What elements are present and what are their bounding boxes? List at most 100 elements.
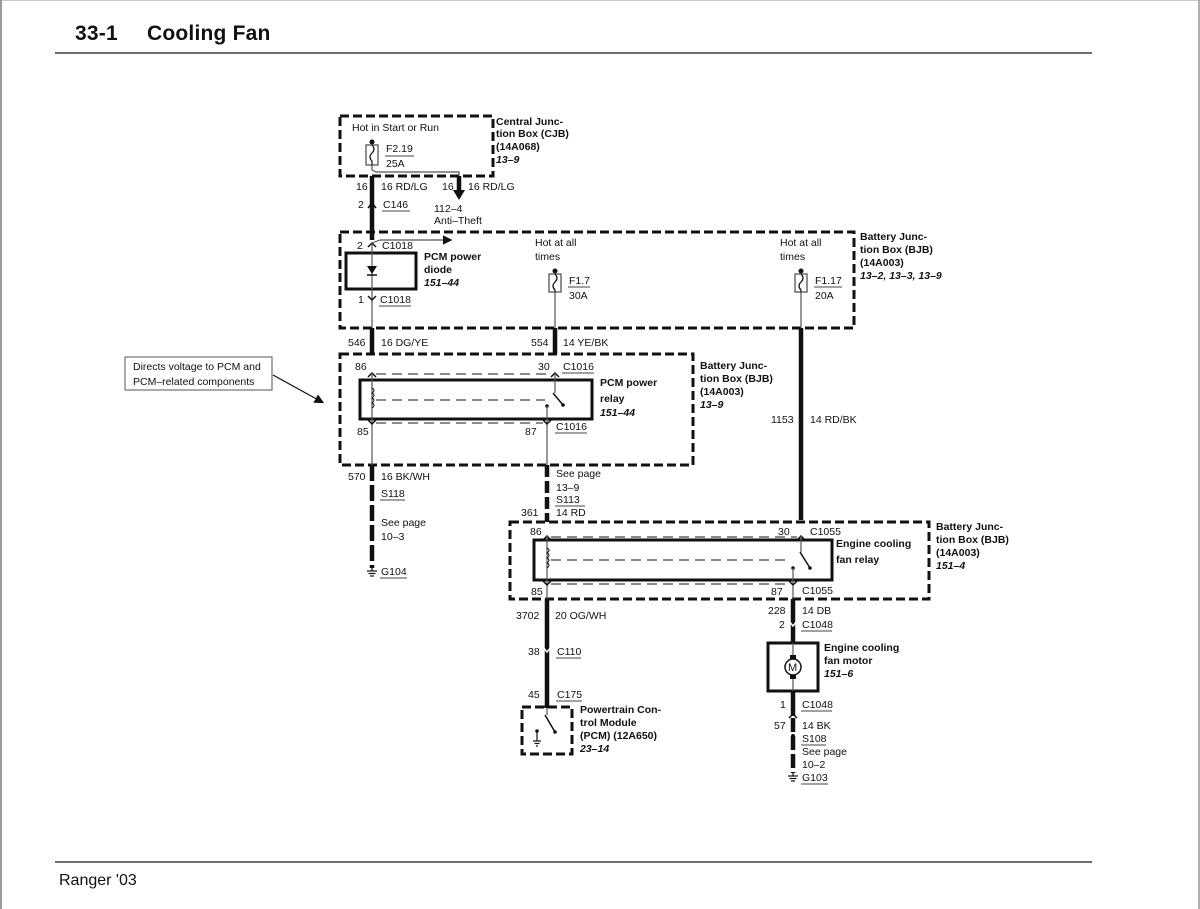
bjb-top-box bbox=[338, 230, 856, 330]
wire-570-circuit: 570 bbox=[348, 471, 366, 483]
f1-7-hot-line2: times bbox=[535, 251, 560, 263]
fuse-f1-7-id: F1.7 bbox=[569, 275, 590, 287]
c1048-bottom-label: C1048 bbox=[802, 699, 833, 711]
fan-relay-label-line2: fan relay bbox=[836, 554, 879, 566]
callout-arrow-icon bbox=[272, 374, 325, 404]
bjb-top-name-line2: tion Box (BJB) bbox=[860, 244, 933, 256]
pcm-relay-ref: 151–44 bbox=[600, 407, 635, 419]
diode-pin-bottom: 1 bbox=[358, 294, 364, 306]
bjb-top-ref: 13–2, 13–3, 13–9 bbox=[860, 270, 942, 282]
fan-relay-coil-icon bbox=[546, 547, 550, 569]
pcm-relay-bjb-name-line1: Battery Junc- bbox=[700, 360, 768, 372]
splice-s118-label: S118 bbox=[381, 488, 405, 500]
pcm-relay-pin-85: 85 bbox=[357, 426, 369, 438]
fan-relay-pin-85: 85 bbox=[531, 586, 543, 598]
fuse-f1-17-rating: 20A bbox=[815, 290, 834, 302]
wire-16-left-gauge: 16 RD/LG bbox=[381, 181, 428, 193]
pcm-label-line3: (PCM) (12A650) bbox=[580, 730, 657, 742]
c110-label: C110 bbox=[557, 646, 581, 658]
pcm-module-box bbox=[520, 705, 574, 756]
pcm-relay-pin-86: 86 bbox=[355, 361, 367, 373]
cjb-internal-wire bbox=[371, 165, 460, 176]
motor-icon bbox=[784, 658, 802, 676]
wire-3702-circuit: 3702 bbox=[516, 610, 540, 622]
s108-see-page: See page bbox=[802, 746, 847, 758]
ground-g103-label: G103 bbox=[802, 772, 828, 784]
cjb-ref: 13–9 bbox=[496, 154, 520, 166]
cjb-box bbox=[338, 114, 495, 178]
page-border-right bbox=[1198, 0, 1200, 909]
antitheft-ref: 112–4 bbox=[434, 203, 463, 215]
wire-228-circuit: 228 bbox=[768, 605, 786, 617]
wire-1153-circuit: 1153 bbox=[771, 414, 794, 426]
motor-label-line2: fan motor bbox=[824, 655, 872, 667]
ground-g104-label: G104 bbox=[381, 566, 407, 578]
c1048-bottom-pin: 1 bbox=[780, 699, 786, 711]
s113-page-ref: 13–9 bbox=[556, 482, 580, 494]
diode-connector-bottom: C1018 bbox=[380, 294, 411, 306]
diode-pin-top: 2 bbox=[357, 240, 363, 252]
wire-16-right-circuit: 16 bbox=[442, 181, 454, 193]
pcm-relay-switch-icon bbox=[552, 392, 564, 406]
wire-361-gauge: 14 RD bbox=[556, 507, 586, 519]
fan-relay-bjb-name-line2: tion Box (BJB) bbox=[936, 534, 1009, 546]
page-border-left bbox=[0, 0, 2, 909]
wire-228-gauge: 14 DB bbox=[802, 605, 831, 617]
page-border-top bbox=[0, 0, 1200, 1]
pcm-switch-icon bbox=[544, 714, 556, 733]
callout-line1: Directs voltage to PCM and bbox=[133, 361, 261, 373]
fan-relay-switch-icon bbox=[799, 551, 811, 569]
wire-57-gauge: 14 BK bbox=[802, 720, 831, 732]
diode-label-line1: PCM power bbox=[424, 251, 481, 263]
fuse-f1-17-icon bbox=[794, 268, 808, 293]
c175-label: C175 bbox=[557, 689, 582, 701]
pcm-label-line2: trol Module bbox=[580, 717, 637, 729]
wire-570-gauge: 16 BK/WH bbox=[381, 471, 430, 483]
f1-17-hot-line2: times bbox=[780, 251, 805, 263]
wire-546-gauge: 16 DG/YE bbox=[381, 337, 428, 349]
bjb-top-part: (14A003) bbox=[860, 257, 904, 269]
fan-relay-bjb-name-line1: Battery Junc- bbox=[936, 521, 1004, 533]
f1-17-hot-line1: Hot at all bbox=[780, 237, 821, 249]
c175-pin: 45 bbox=[528, 689, 540, 701]
s118-page-ref: 10–3 bbox=[381, 531, 405, 543]
splice-s113-label: S113 bbox=[556, 494, 580, 506]
pcm-relay-pin-87: 87 bbox=[525, 426, 537, 438]
ground-g104-icon bbox=[367, 568, 377, 577]
c1048-top-pin: 2 bbox=[779, 619, 785, 631]
pcm-relay-label-line2: relay bbox=[600, 393, 625, 405]
splice-s108-icon bbox=[791, 734, 795, 738]
diode-connector-top: C1018 bbox=[382, 240, 413, 252]
splice-s113-icon bbox=[545, 497, 549, 501]
pcm-relay-bjb-name-line2: tion Box (BJB) bbox=[700, 373, 773, 385]
c146-label: C146 bbox=[383, 199, 408, 211]
fuse-f1-17-id: F1.17 bbox=[815, 275, 842, 287]
pcm-power-diode-box bbox=[344, 251, 418, 291]
cjb-name-line1: Central Junc- bbox=[496, 116, 564, 128]
section-number: 33-1 bbox=[75, 22, 118, 45]
pcm-label-line1: Powertrain Con- bbox=[580, 704, 662, 716]
motor-symbol: M bbox=[788, 662, 797, 674]
wire-361-circuit: 361 bbox=[521, 507, 539, 519]
fan-relay-pin-87: 87 bbox=[771, 586, 783, 598]
footer-text: Ranger '03 bbox=[59, 872, 137, 889]
header-rule bbox=[55, 52, 1092, 54]
wire-3702-gauge: 20 OG/WH bbox=[555, 610, 606, 622]
wire-57-circuit: 57 bbox=[774, 720, 786, 732]
wire-554-circuit: 554 bbox=[531, 337, 549, 349]
fan-relay-pin-30: 30 bbox=[778, 526, 790, 538]
fan-relay-bjb-part: (14A003) bbox=[936, 547, 980, 559]
antitheft-label: Anti–Theft bbox=[434, 215, 482, 227]
fuse-f2-19-id: F2.19 bbox=[386, 143, 413, 155]
pcm-relay-bjb-ref: 13–9 bbox=[700, 399, 724, 411]
diode-icon bbox=[367, 266, 377, 274]
fan-relay-connector-top: C1055 bbox=[810, 526, 841, 538]
fan-relay-connector-bottom: C1055 bbox=[802, 585, 833, 597]
c110-pin: 38 bbox=[528, 646, 540, 658]
diode-label-line2: diode bbox=[424, 264, 452, 276]
pcm-ground-icon bbox=[533, 731, 541, 747]
pcm-relay-pin-30: 30 bbox=[538, 361, 550, 373]
callout-line2: PCM–related components bbox=[133, 376, 254, 388]
